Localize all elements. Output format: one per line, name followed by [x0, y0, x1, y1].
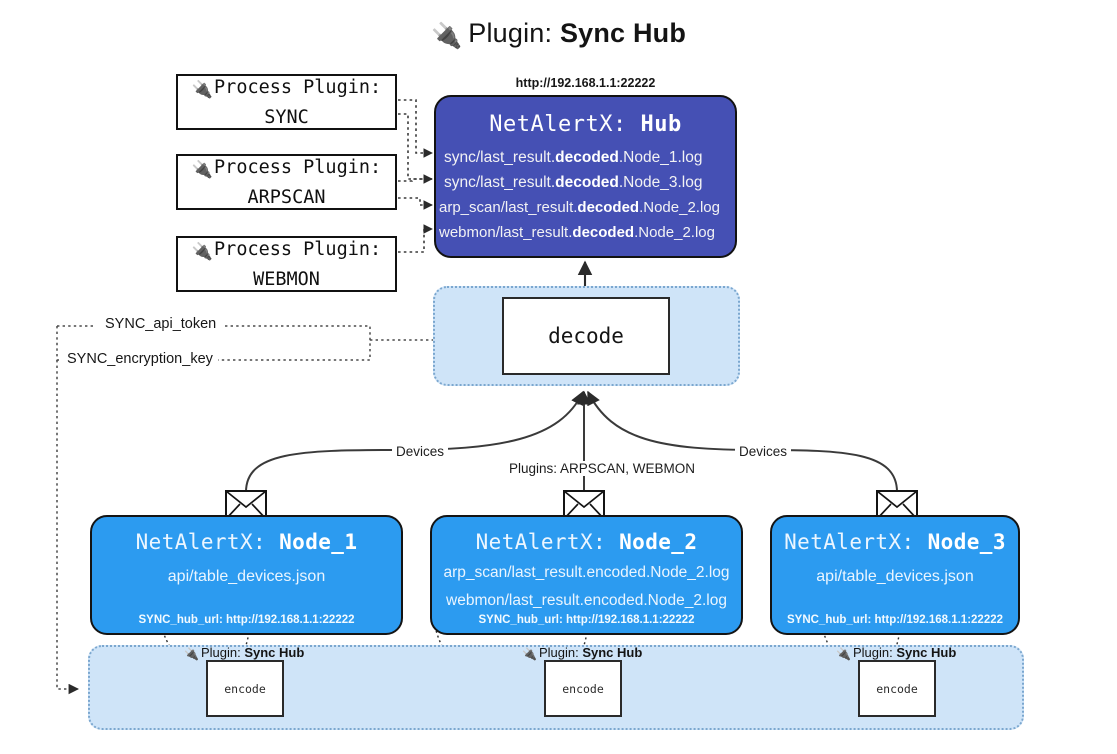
page-title: 🔌Plugin: Sync Hub: [0, 16, 1117, 53]
node-title: NetAlertX: Node_3: [772, 529, 1018, 555]
node-title: NetAlertX: Node_2: [432, 529, 741, 555]
decode-box[interactable]: decode: [502, 297, 670, 375]
process-plugin-label: Process Plugin:: [214, 238, 382, 260]
hub-title: NetAlertX: Hub: [436, 111, 735, 139]
node-resource-line: arp_scan/last_result.encoded.Node_2.log: [443, 564, 730, 581]
hub-log-list: sync/last_result.decoded.Node_1.log sync…: [436, 145, 735, 245]
node-resource-line: webmon/last_result.encoded.Node_2.log: [446, 592, 727, 609]
process-plugin-name: SYNC: [264, 106, 309, 128]
devices-label-left: Devices: [392, 444, 449, 459]
plug-icon: 🔌: [191, 79, 214, 100]
hub-title-prefix: NetAlertX:: [489, 112, 627, 137]
process-plugin-label: Process Plugin:: [214, 76, 382, 98]
process-plugin-box-webmon[interactable]: 🔌Process Plugin: WEBMON: [176, 236, 397, 292]
plugins-label-middle: Plugins: ARPSCAN, WEBMON: [505, 461, 700, 476]
hub-url-label: http://192.168.1.1:22222: [515, 76, 656, 90]
page-title-name: Sync Hub: [559, 18, 687, 48]
node-title-prefix: NetAlertX:: [135, 530, 267, 554]
node-resource-line: api/table_devices.json: [167, 568, 326, 585]
process-plugin-box-arpscan[interactable]: 🔌Process Plugin: ARPSCAN: [176, 154, 397, 210]
process-plugin-label: Process Plugin:: [214, 156, 382, 178]
node-title: NetAlertX: Node_1: [92, 529, 401, 555]
node-title-name: Node_1: [279, 530, 358, 554]
process-plugin-box-sync[interactable]: 🔌Process Plugin: SYNC: [176, 74, 397, 130]
node-card-node-2[interactable]: NetAlertX: Node_2 arp_scan/last_result.e…: [430, 515, 743, 635]
hub-log-line: sync/last_result.decoded.Node_3.log: [444, 174, 703, 191]
hub-log-line: sync/last_result.decoded.Node_1.log: [444, 149, 703, 166]
node-hub-url: SYNC_hub_url: http://192.168.1.1:22222: [138, 614, 355, 626]
node-hub-url: SYNC_hub_url: http://192.168.1.1:22222: [478, 614, 695, 626]
hub-log-line: webmon/last_result.decoded.Node_2.log: [439, 224, 715, 241]
plug-icon: 🔌: [184, 647, 199, 661]
sync-encryption-key-label: SYNC_encryption_key: [62, 351, 218, 367]
encode-plugin-label-2: 🔌Plugin: Sync Hub: [522, 645, 643, 661]
node-card-node-3[interactable]: NetAlertX: Node_3 api/table_devices.json…: [770, 515, 1020, 635]
hub-title-name: Hub: [640, 112, 682, 137]
plug-icon: 🔌: [836, 647, 851, 661]
page-title-prefix: Plugin:: [468, 18, 553, 48]
node-title-prefix: NetAlertX:: [784, 530, 915, 554]
node-title-name: Node_3: [927, 530, 1006, 554]
encode-plugin-label-1: 🔌Plugin: Sync Hub: [184, 645, 305, 661]
process-plugin-name: ARPSCAN: [247, 186, 326, 208]
process-plugin-name: WEBMON: [253, 268, 320, 290]
node-hub-url: SYNC_hub_url: http://192.168.1.1:22222: [786, 614, 1004, 626]
encode-box-3[interactable]: encode: [858, 660, 936, 717]
node-title-name: Node_2: [619, 530, 698, 554]
encode-plugin-label-3: 🔌Plugin: Sync Hub: [836, 645, 957, 661]
plug-icon: 🔌: [191, 241, 214, 262]
node-card-node-1[interactable]: NetAlertX: Node_1 api/table_devices.json…: [90, 515, 403, 635]
hub-log-line: arp_scan/last_result.decoded.Node_2.log: [439, 199, 720, 216]
envelope-icon: [563, 490, 605, 520]
plug-icon: 🔌: [430, 22, 463, 50]
plug-icon: 🔌: [191, 159, 214, 180]
encode-box-1[interactable]: encode: [206, 660, 284, 717]
devices-label-right: Devices: [735, 444, 792, 459]
sync-api-token-label: SYNC_api_token: [100, 316, 222, 332]
hub-node[interactable]: NetAlertX: Hub sync/last_result.decoded.…: [434, 95, 737, 258]
plug-icon: 🔌: [522, 647, 537, 661]
encode-box-2[interactable]: encode: [544, 660, 622, 717]
node-resource-line: api/table_devices.json: [816, 568, 974, 585]
node-title-prefix: NetAlertX:: [475, 530, 607, 554]
